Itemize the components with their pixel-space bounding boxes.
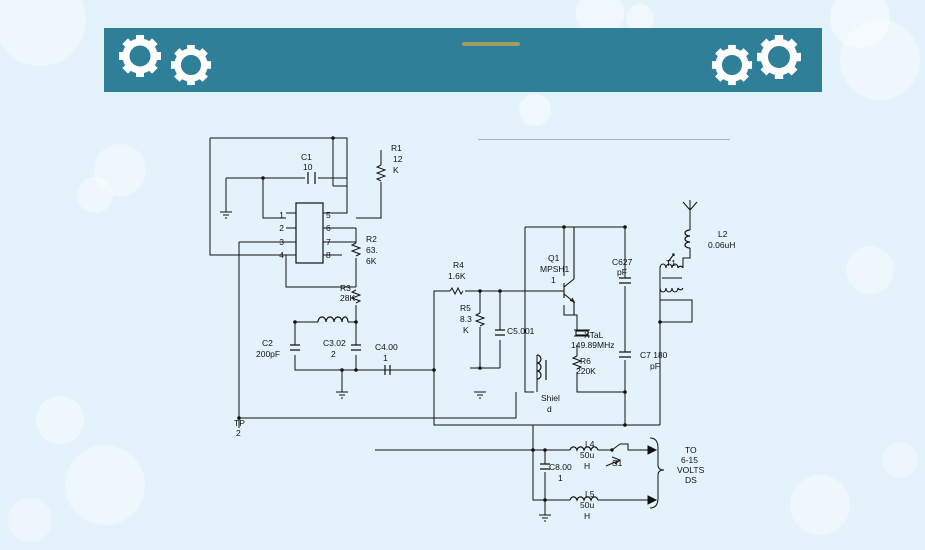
ic-pin: 7 bbox=[326, 237, 331, 247]
ground-symbols bbox=[220, 211, 551, 522]
inductors bbox=[317, 229, 691, 502]
wiring bbox=[209, 137, 693, 515]
title-underline bbox=[478, 139, 730, 140]
ic-pin: 8 bbox=[326, 250, 331, 260]
transformer-t1 bbox=[659, 253, 684, 293]
supply-arrows bbox=[605, 437, 665, 509]
ic-chip: 1 2 3 4 5 6 7 8 bbox=[279, 202, 333, 264]
gear-icon bbox=[711, 44, 753, 86]
ic-pin: 4 bbox=[279, 250, 284, 260]
gear-icon bbox=[119, 35, 161, 77]
ic-pin: 2 bbox=[279, 223, 284, 233]
gear-icon bbox=[757, 35, 801, 79]
capacitors bbox=[290, 172, 631, 470]
label-t1: T1 bbox=[666, 258, 676, 268]
header-banner bbox=[104, 28, 822, 92]
resistors bbox=[350, 164, 583, 370]
label-c5: C5.001 bbox=[507, 326, 535, 336]
antenna-icon bbox=[682, 200, 698, 211]
transistor-q1 bbox=[563, 227, 576, 315]
ic-pin: 6 bbox=[326, 223, 331, 233]
junction-dots bbox=[237, 136, 662, 502]
ic-pin: 5 bbox=[326, 210, 331, 220]
switch-s1 bbox=[610, 443, 621, 452]
gear-icon bbox=[170, 44, 212, 86]
ic-pin: 1 bbox=[279, 210, 284, 220]
ic-pin: 3 bbox=[279, 237, 284, 247]
label-s1: S1 bbox=[612, 458, 623, 468]
banner-title-mark bbox=[462, 42, 520, 46]
crystal-xtal bbox=[574, 329, 590, 337]
